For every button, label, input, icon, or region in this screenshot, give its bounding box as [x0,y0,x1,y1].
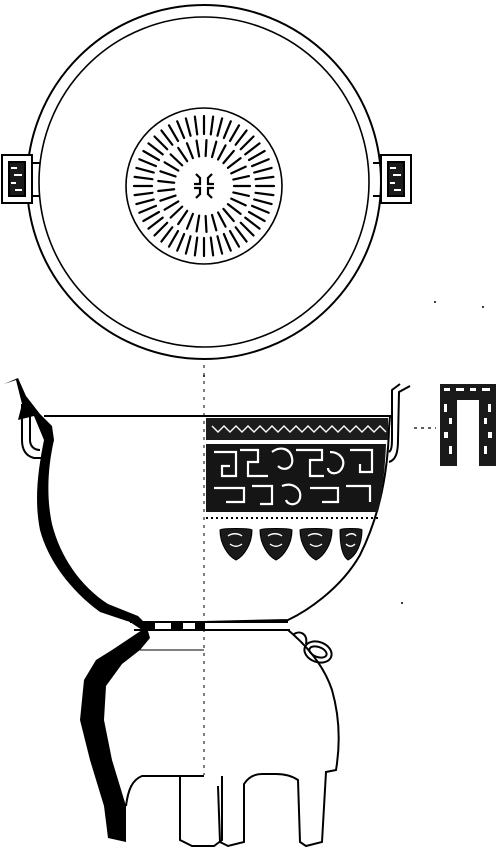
grate-slot [147,216,164,230]
grate-slot [135,166,155,174]
waist-ring-handle [293,631,333,664]
grate-slot [160,129,174,146]
rim-inner [38,16,370,348]
grate-slot [142,210,161,223]
grate-slot [209,236,215,257]
center-cross-motif [194,173,214,199]
grate-slot [230,165,247,175]
grate-slot [250,204,270,214]
left-upright-handle [21,402,44,459]
grate-slot [163,200,180,211]
grate-slot [234,226,248,243]
grate-slot [230,197,247,207]
grate-slot [204,214,208,234]
grate-slot [239,135,255,151]
left-ear-top-view [1,154,40,204]
grate-slot [177,146,189,163]
handle-detail [414,384,496,466]
grate-slot [228,229,241,248]
grate-slot [185,212,194,230]
grate-slot [167,124,180,143]
waist-grate [130,621,290,631]
grate-slot [169,153,184,167]
grate-slot [163,161,180,172]
grate-slot [250,158,270,168]
grate-slot [193,236,199,257]
decor-band-upper [206,418,388,440]
grate-slot [159,170,177,178]
grate-slot [209,115,215,136]
handle-detail-pattern [444,388,492,454]
left-leg-inner [125,775,204,807]
grate-slot [239,221,255,237]
pendant-leaf-highlights [227,533,357,547]
grate-slot [216,117,224,137]
grate-slot [169,205,184,219]
grate-slot [247,149,266,162]
right-ear-top-view [373,154,412,204]
grate-slot [138,204,158,214]
grate-slot [228,124,241,143]
grate-slot [210,140,218,159]
grate-slot [222,207,235,223]
grate-slot [138,158,158,168]
grate-slot [222,232,232,252]
grate-slot [133,175,154,181]
grate-slot [226,157,242,169]
grate-slot [244,216,261,230]
grate-slot [159,194,177,202]
grate-slot [193,115,199,136]
grate-slot [216,235,224,255]
lower-body-right [217,629,340,848]
taotie-motif [214,447,374,506]
grate-slot [184,117,192,137]
grate-slot [167,229,180,248]
grate-slot [254,191,275,197]
grate-slot [147,142,164,156]
grate-slot [176,120,186,140]
grate-slot [135,198,155,206]
grate-slot [253,166,273,174]
grate-slot [157,179,176,184]
grate-slot [176,232,186,252]
grate-slot [216,211,227,228]
grate-slot [222,149,235,165]
pendant-leaf-motifs [219,528,363,561]
grate-slot [195,214,201,233]
grate-slot [216,144,227,161]
grate-disc [125,107,283,265]
grate-slot [222,120,232,140]
grate-slot [133,191,154,197]
grate-slot [142,149,161,162]
grate-slot [204,138,208,158]
upper-band-texture [211,425,387,433]
grate-slot [185,142,194,160]
top-view [1,4,412,360]
side-section-view [4,365,411,848]
grate-slot [153,221,169,237]
grate-slot [232,175,251,181]
grate-slot [153,135,169,151]
handle-detail-opening [457,400,479,466]
grate-slot [247,210,266,223]
grate-slot [210,213,218,232]
grate-slot [254,175,275,181]
grate-slot [184,235,192,255]
grate-slot [160,226,174,243]
left-section-wall [4,378,150,842]
right-upright-handle [388,383,411,463]
grate-slots [132,114,276,258]
rim-outer [26,4,382,360]
grate-slot [234,129,248,146]
grate-slot [195,139,201,158]
grate-slot [177,209,189,226]
grate-slot [244,142,261,156]
grate-slot [253,198,273,206]
grate-slot [226,203,242,215]
right-exterior-outline [203,415,392,623]
grate-slot [157,188,176,193]
grate-slot [232,191,251,197]
center-leg [179,776,223,847]
